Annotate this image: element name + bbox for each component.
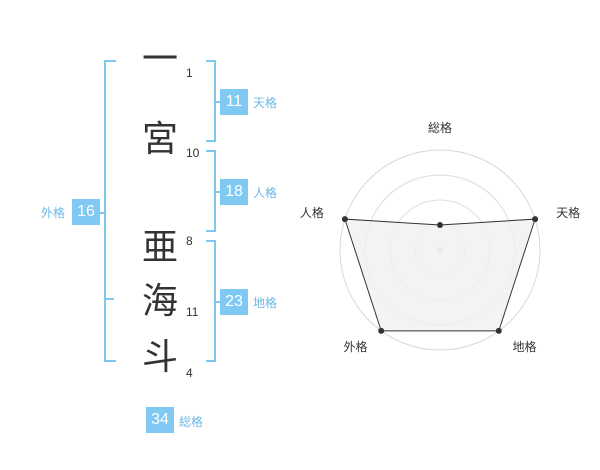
radar-axis-label-2: 天格 [556, 205, 580, 220]
gaikaku-bracket [104, 60, 116, 362]
chikaku-badge: 23 [220, 289, 248, 315]
stroke-count-5: 4 [186, 366, 193, 380]
gaikaku-connector [98, 212, 104, 214]
tenkaku-badge: 11 [220, 89, 248, 115]
name-char-4: 海 [141, 281, 178, 322]
stroke-count-4: 11 [186, 305, 199, 319]
tenkaku-connector [214, 101, 222, 103]
jinkaku-label: 人格 [253, 186, 278, 200]
radar-point-5 [341, 216, 348, 223]
radar-point-3 [495, 327, 502, 334]
stroke-count-2: 10 [186, 146, 200, 160]
radar-point-1 [437, 222, 443, 228]
stroke-count-3: 8 [186, 234, 193, 248]
gaikaku-label: 外格 [41, 206, 66, 220]
radar-ring-4 [339, 149, 541, 351]
soukaku-label: 総格 [179, 415, 204, 429]
tenkaku-label: 天格 [253, 96, 278, 110]
name-char-1: 一 [141, 39, 178, 80]
gaikaku-badge: 16 [72, 199, 100, 225]
jinkaku-connector [214, 191, 222, 193]
radar-axis-label-1: 総格 [428, 120, 452, 135]
radar-axis-label-5: 人格 [300, 205, 324, 220]
soukaku-badge: 34 [146, 407, 174, 433]
radar-axis-label-3: 地格 [513, 339, 537, 354]
gaikaku-bracket-mid-tick [104, 298, 114, 300]
jinkaku-badge: 18 [220, 179, 248, 205]
chikaku-label: 地格 [253, 296, 278, 310]
name-char-3: 亜 [141, 227, 178, 268]
chikaku-connector [214, 301, 222, 303]
radar-point-4 [378, 327, 385, 334]
stroke-count-1: 1 [186, 66, 193, 80]
name-char-5: 斗 [141, 337, 178, 378]
radar-point-2 [532, 216, 539, 223]
radar-axis-label-4: 外格 [343, 339, 367, 354]
name-char-2: 宮 [141, 119, 178, 160]
radar-series-shape [344, 218, 536, 332]
